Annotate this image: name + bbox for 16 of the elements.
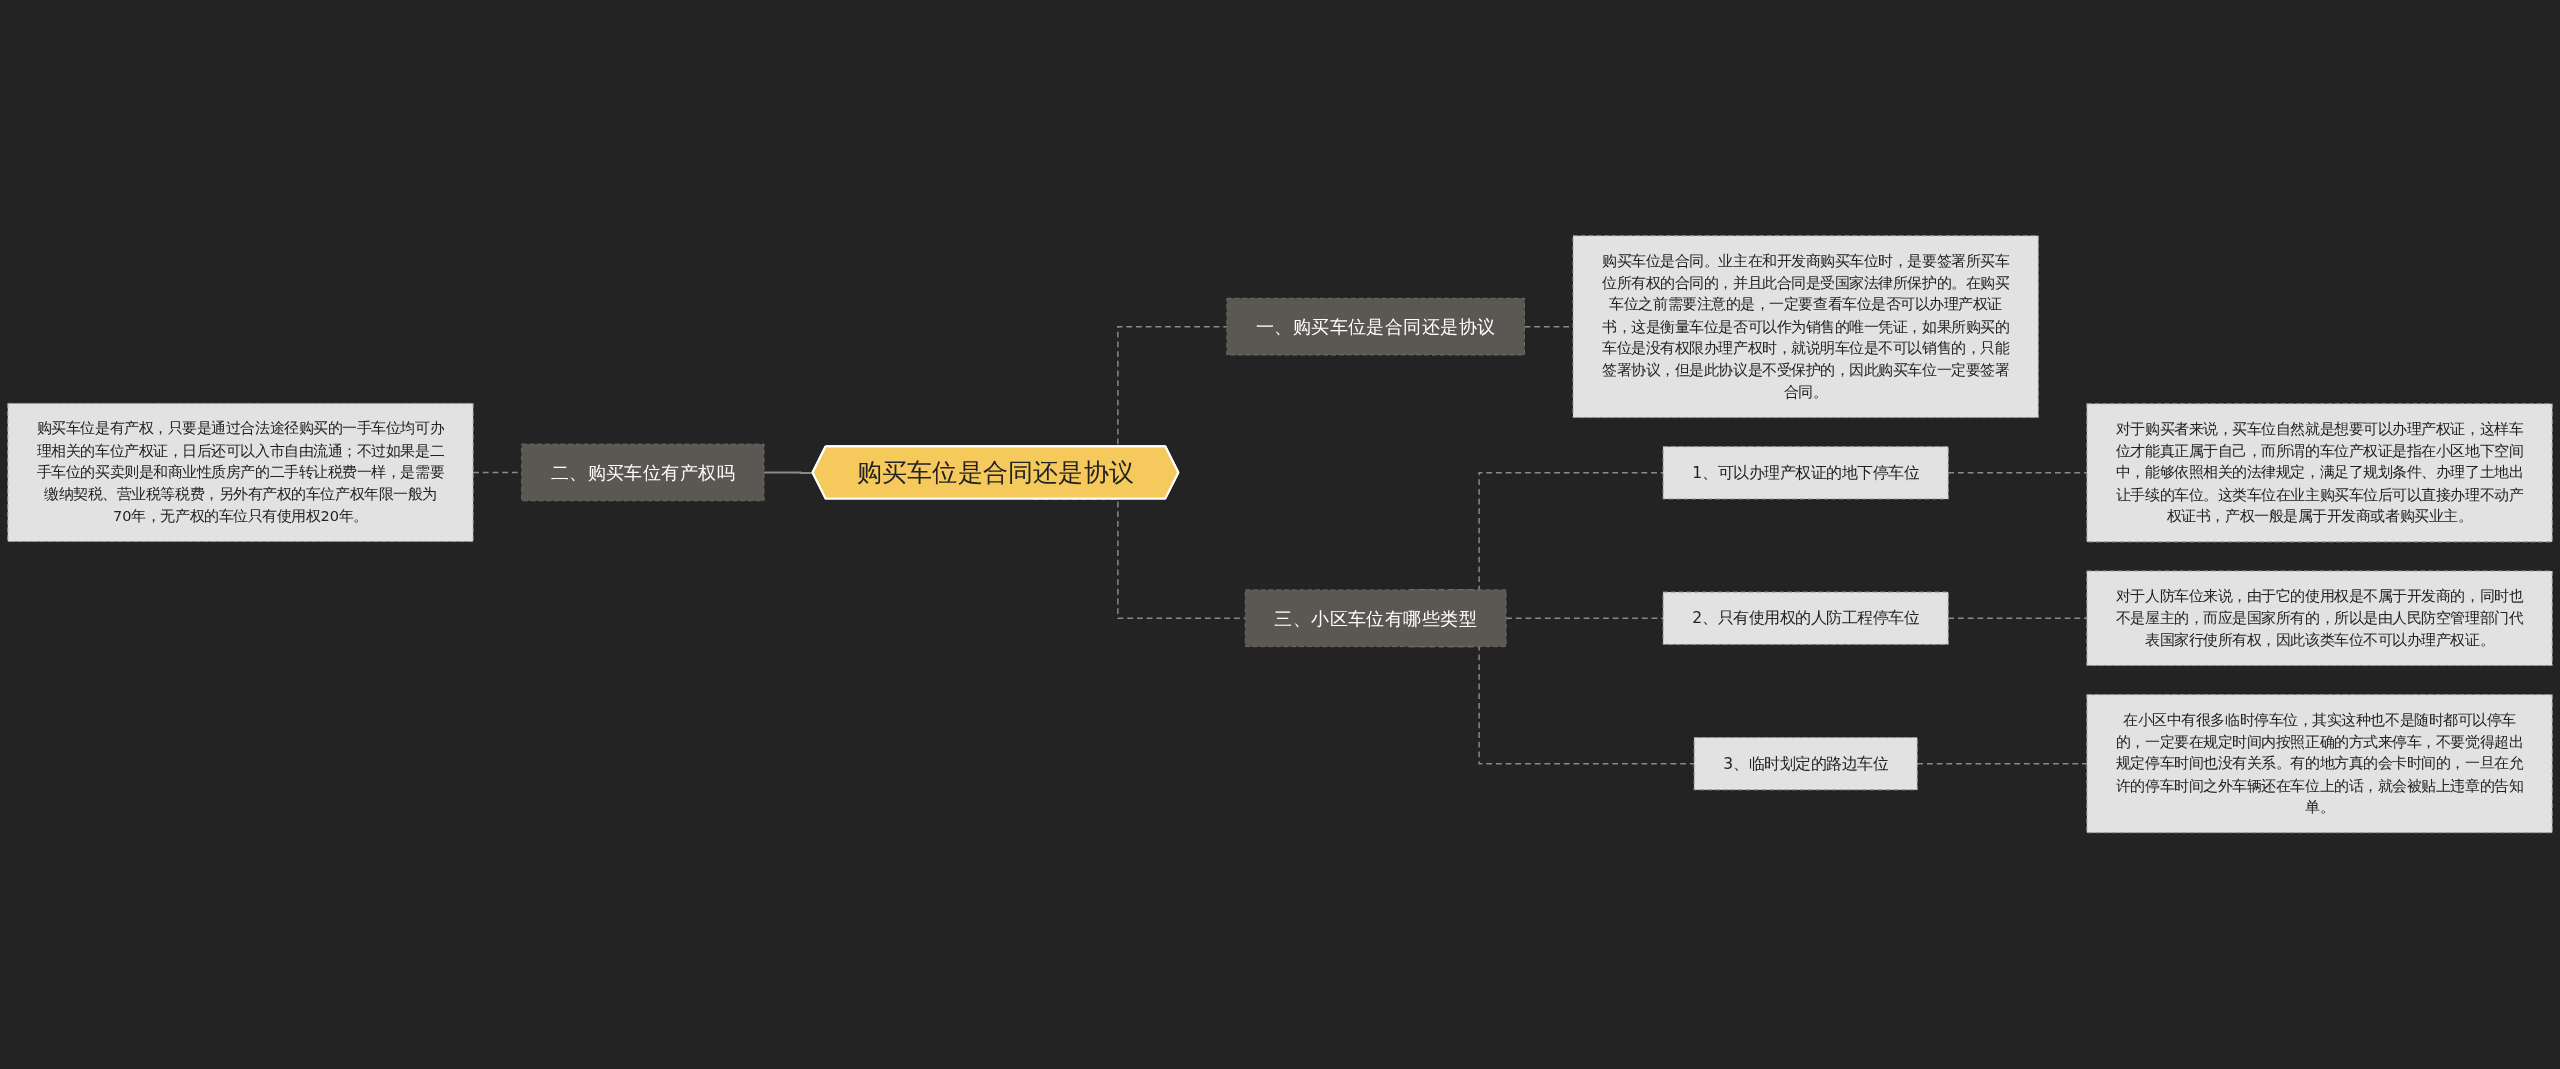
node-box: 购买车位是有产权，只要是通过合法途径购买的一手车位均可办理相关的车位产权证，日后还可以入市自由流通；不过如果是二手车位的买卖则是和商业性质房产的二手转让税费一样，是需要缴纳契税、营业税等税费，另外有产权的车位产权年限一般为70年，无产权的车位只有使用权20年。 (7, 403, 474, 543)
node-box: 一、购买车位是合同还是协议 (1226, 298, 1525, 356)
node-box: 2、只有使用权的人防工程停车位 (1662, 591, 1949, 646)
node-box: 对于人防车位来说，由于它的使用权是不属于开发商的，同时也不是屋主的，而应是国家所有的，所以是由人民防空管理部门代表国家行使所有权，因此该类车位不可以办理产权证。 (2086, 570, 2553, 667)
node-box: 在小区中有很多临时停车位，其实这种也不是随时都可以停车的，一定要在规定时间内按照正确的方式来停车，不要觉得超出规定停车时间也没有关系。有的地方真的会卡时间的，一旦在允许的停车时间之外车辆还在车位上的话，就会被贴上违章的告知单。 (2086, 694, 2553, 834)
node-box: 二、购买车位有产权吗 (521, 443, 765, 502)
connector (1505, 617, 1664, 620)
connector (1947, 617, 2088, 620)
node-box: 1、可以办理产权证的地下停车位 (1662, 446, 1949, 500)
connector (763, 471, 814, 475)
connector (1947, 472, 2088, 474)
node-box: 三、小区车位有哪些类型 (1244, 589, 1507, 648)
node-box: 对于购买者来说，买车位自然就是想要可以办理产权证，这样车位才能真正属于自己，而所谓的车位产权证是指在小区地下空间中，能够依照相关的法律规定，满足了规划条件、办理了土地出让手续的车位。这类车位在业主购买车位后可以直接办理不动产权证书，产权一般是属于开发商或者购买业主。 (2086, 403, 2553, 543)
node-box: 3、临时划定的路边车位 (1693, 737, 1918, 791)
connector (1916, 763, 2088, 765)
node-box: 购买车位是合同。业主在和开发商购买车位时，是要签署所买车位所有权的合同的，并且此合同是受国家法律所保护的。在购买车位之前需要注意的是，一定要查看车位是否可以办理产权证书，这是衡量车位是否可以作为销售的唯一凭证，如果所购买的车位是没有权限办理产权时，就说明车位是不可以销售的，只能签署协议，但是此协议是不受保护的，因此购买车位一定要签署合同。 (1572, 235, 2039, 419)
